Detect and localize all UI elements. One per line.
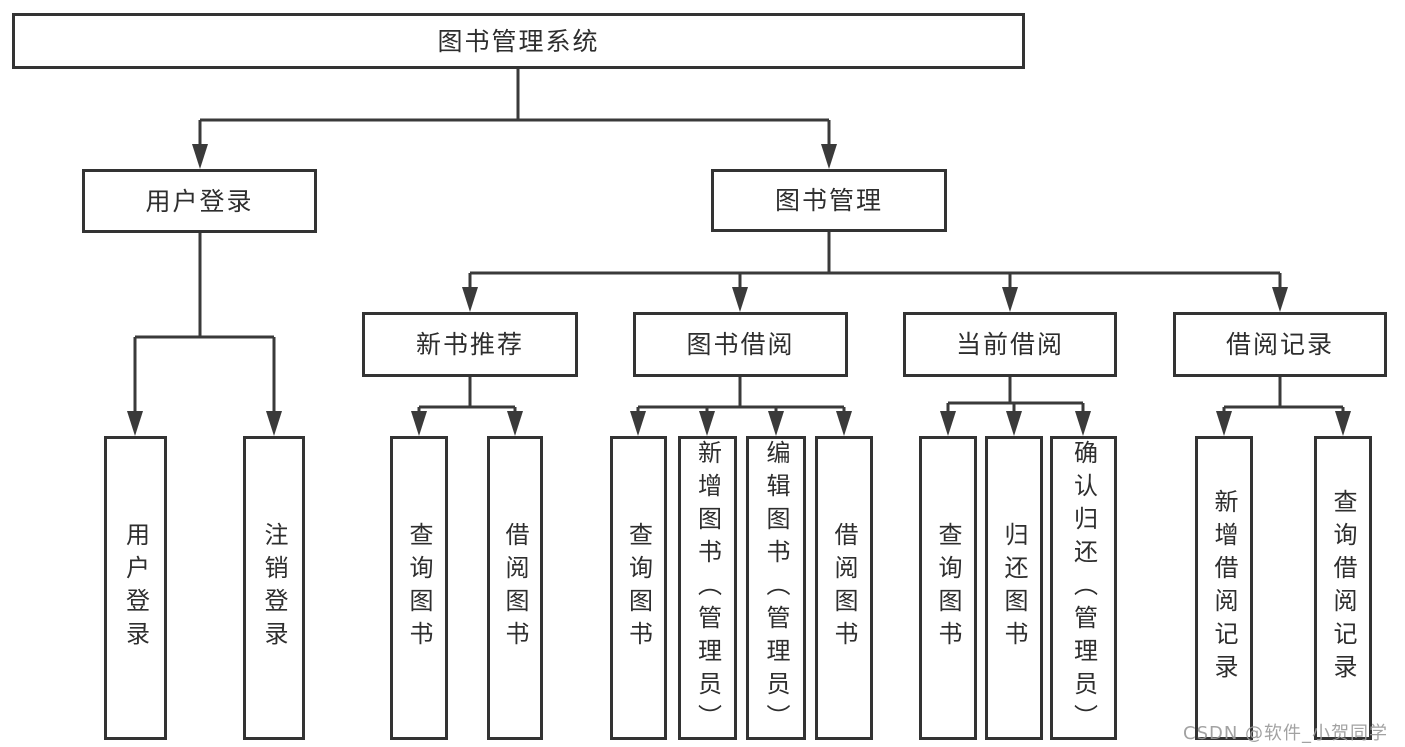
connector-book-management-to-children (468, 232, 1282, 290)
connector-new-book-recommend-to-children (417, 377, 517, 414)
leaf-return-books: 归还图书 (985, 436, 1043, 740)
connector-current-borrowing-to-children (946, 377, 1085, 414)
node-current-borrowing-label: 当前借阅 (955, 330, 1064, 359)
node-current-borrowing: 当前借阅 (903, 312, 1117, 377)
leaf-query-books-2-label: 查询图书 (624, 522, 653, 654)
node-root: 图书管理系统 (12, 13, 1025, 69)
leaf-edit-books-admin: 编辑图书（管理员） (746, 436, 806, 740)
leaf-query-books-1: 查询图书 (390, 436, 448, 740)
leaf-logout-login-label: 注销登录 (260, 522, 288, 654)
connector-user-login-to-children (133, 233, 276, 414)
leaf-query-books-3: 查询图书 (919, 436, 977, 740)
leaf-confirm-return-admin-label: 确认归还（管理员） (1069, 439, 1098, 737)
connector-book-borrowing-to-children (636, 377, 846, 414)
leaf-borrow-books-1: 借阅图书 (487, 436, 543, 740)
leaf-borrow-books-2-label: 借阅图书 (830, 522, 858, 654)
leaf-query-books-2: 查询图书 (610, 436, 667, 740)
leaf-borrow-books-2: 借阅图书 (815, 436, 873, 740)
node-new-book-recommend: 新书推荐 (362, 312, 578, 377)
leaf-add-books-admin-label: 新增图书（管理员） (693, 439, 722, 737)
leaf-query-books-1-label: 查询图书 (405, 522, 433, 654)
node-borrowing-records-label: 借阅记录 (1225, 330, 1334, 359)
leaf-user-login: 用户登录 (104, 436, 167, 740)
leaf-confirm-return-admin: 确认归还（管理员） (1050, 436, 1117, 740)
node-new-book-recommend-label: 新书推荐 (415, 330, 524, 359)
connector-borrowing-records-to-children (1222, 377, 1345, 414)
node-borrowing-records: 借阅记录 (1173, 312, 1387, 377)
node-book-borrowing-label: 图书借阅 (686, 330, 795, 359)
node-user-login-label: 用户登录 (145, 186, 254, 216)
leaf-user-login-label: 用户登录 (121, 522, 150, 654)
leaf-return-books-label: 归还图书 (1000, 522, 1028, 654)
leaf-query-books-3-label: 查询图书 (934, 522, 962, 654)
leaf-query-borrow-record: 查询借阅记录 (1314, 436, 1372, 740)
leaf-edit-books-admin-label: 编辑图书（管理员） (762, 439, 790, 737)
leaf-add-borrow-record: 新增借阅记录 (1195, 436, 1253, 740)
leaf-query-borrow-record-label: 查询借阅记录 (1329, 489, 1357, 687)
leaf-logout-login: 注销登录 (243, 436, 305, 740)
node-root-label: 图书管理系统 (437, 26, 600, 56)
leaf-add-books-admin: 新增图书（管理员） (678, 436, 737, 740)
leaf-add-borrow-record-label: 新增借阅记录 (1210, 489, 1238, 687)
leaf-borrow-books-1-label: 借阅图书 (501, 522, 529, 654)
node-user-login: 用户登录 (82, 169, 317, 233)
node-book-management-label: 图书管理 (774, 186, 883, 215)
connector-root-to-level2 (198, 68, 831, 148)
arrowheads (127, 144, 1351, 436)
node-book-borrowing: 图书借阅 (633, 312, 848, 377)
watermark: CSDN @软件_小贺同学 (1183, 723, 1389, 744)
node-book-management: 图书管理 (711, 169, 947, 232)
